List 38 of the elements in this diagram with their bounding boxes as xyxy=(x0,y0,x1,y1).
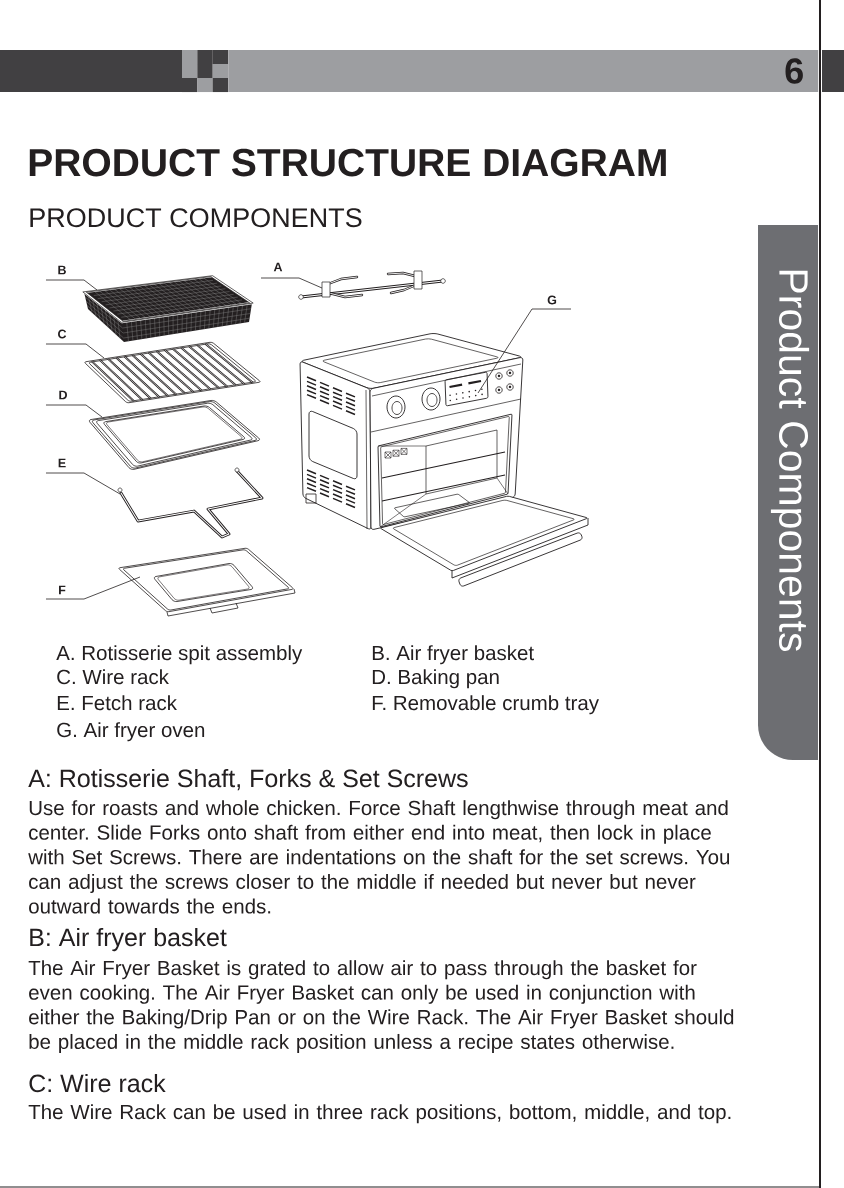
rotisserie-spit-drawing xyxy=(298,270,446,300)
section-heading: A: Rotisserie Shaft, Forks & Set Screws xyxy=(28,768,468,791)
fetch-rack-drawing xyxy=(117,467,264,539)
title: PRODUCT STRUCTURE DIAGRAM xyxy=(29,148,666,177)
paragraph: The Air Fryer Basket is grated to allow air to pass through the basket for even cooking. The Air Fryer Basket can only be used in conjunction with either the Baking/Drip Pan or on the Wire Rack. The Air Fryer Basket should be placed in the middle rack position unless a recipe states otherwise. xyxy=(28,960,734,1054)
callout-letter: G xyxy=(547,295,557,305)
leader-line xyxy=(45,343,105,359)
parts-list-item: D. Baking pan xyxy=(372,669,499,689)
callout-letter: D xyxy=(59,390,67,400)
oven-drawing xyxy=(299,333,589,587)
leader-line xyxy=(260,277,323,289)
parts-list-item: A. Rotisserie spit assembly xyxy=(56,645,303,665)
crumb-tray-drawing xyxy=(118,547,296,617)
parts-list-item: C. Wire rack xyxy=(57,669,169,685)
subheading: PRODUCT COMPONENTS xyxy=(30,208,362,228)
callout-letter: B xyxy=(58,265,66,275)
leader-line xyxy=(45,279,98,291)
leader-line xyxy=(45,404,103,418)
section-heading: B: Air fryer basket xyxy=(30,927,227,952)
header-band: 6 xyxy=(228,50,819,92)
callout-letter: A xyxy=(273,262,283,272)
parts-list-item: E. Fetch rack xyxy=(57,695,177,711)
paragraph: The Wire Rack can be used in three rack positions, bottom, middle, and top. xyxy=(28,1104,731,1124)
callout-letter: C xyxy=(58,329,67,339)
parts-list-item: F. Removable crumb tray xyxy=(372,695,599,715)
paragraph: Use for roasts and whole chicken. Force Shaft lengthwise through meat and center. Slide Forks onto shaft from either end into meat, then lock in place with Set Screws. There are indentations on the shaft for the set screws. You can adjust the screws closer to the middle if needed but never but never outward towards the ends. xyxy=(28,800,730,914)
parts-list-item: G. Air fryer oven xyxy=(57,722,205,742)
baking-pan-drawing xyxy=(88,400,260,470)
leader-line xyxy=(477,308,572,394)
callout-letter: F xyxy=(59,585,66,595)
section-heading: C: Wire rack xyxy=(29,1073,166,1093)
basket-drawing xyxy=(82,274,254,342)
side-tab: Product Components xyxy=(758,225,818,760)
leader-line xyxy=(45,576,141,600)
parts-list-item: B. Air fryer basket xyxy=(372,645,534,665)
callout-letter: E xyxy=(58,458,66,468)
leader-line xyxy=(45,472,121,495)
wire-rack-drawing xyxy=(84,341,261,404)
